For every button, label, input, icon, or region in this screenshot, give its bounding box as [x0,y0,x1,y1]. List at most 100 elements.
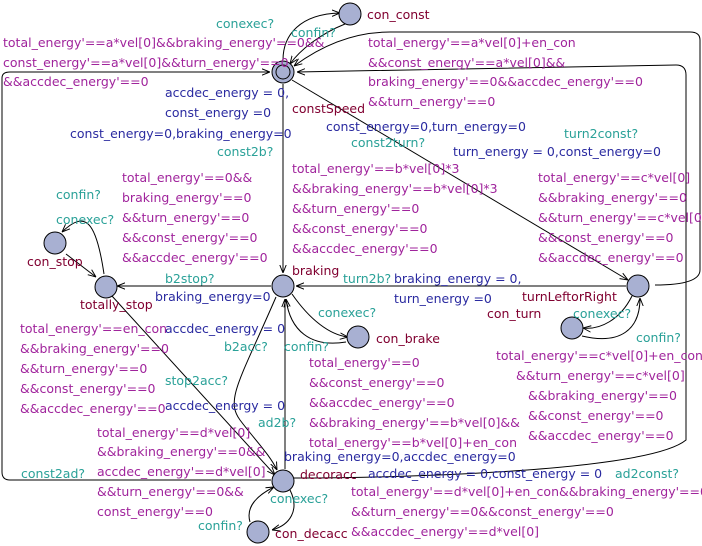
invariant-bc-1: total_energy'==0 [309,355,420,370]
invariant-br-4: &&const_energy'==0 [292,221,428,236]
edge-totally-stop-to-con-stop [62,220,105,275]
label-conexec-brake: conexec? [318,305,376,320]
invariant-ts-4: &&const_energy'==0 [122,230,258,245]
invariant-tsc-3: &&turn_energy'==0 [20,361,147,376]
sync-turn2b: turn2b? [343,271,391,286]
assign-const-turn: const_energy=0,turn_energy=0 [326,119,526,134]
node-con-decacc[interactable] [246,520,270,544]
invariant-tsc-5: &&accdec_energy'==0 [20,401,166,416]
loc-braking: braking [292,263,339,278]
invariant-tsc-2: &&braking_energy'==0 [20,341,169,356]
invariant-tsc-1: total_energy'==en_con [20,321,167,336]
invariant-bc-2: &&const_energy'==0 [309,375,445,390]
invariant-tr-3: braking_energy'==0&&accdec_energy'==0 [368,74,643,89]
invariant-tl-3: &&accdec_energy'==0 [3,74,149,89]
loc-con-stop: con_stop [27,254,83,269]
invariant-tr-1: total_energy'==a*vel[0]+en_con [368,35,576,50]
assign-accdec-brake: accdec_energy = 0 [165,321,285,336]
label-conexec-stop: conexec? [56,212,114,227]
edge-turn-to-con-turn [583,295,633,328]
loc-constspeed: constSpeed [292,101,365,116]
invariant-br-5: &&accdec_energy'==0 [292,241,438,256]
invariant-tl-1: total_energy'==a*vel[0]&&braking_energy'… [3,35,325,50]
label-confin-decacc: confin? [198,518,243,533]
sync-b2stop: b2stop? [165,271,215,286]
label-confin-turn: confin? [636,330,681,345]
edge-decoracc-to-constspeed-right [292,64,687,479]
invariant-da-4: &&turn_energy'==0&& [97,484,244,499]
node-totally-stop[interactable] [94,275,118,299]
invariant-br-1: total_energy'==b*vel[0]*3 [292,161,459,176]
invariant-br-3: &&turn_energy'==0 [292,201,419,216]
edge-constspeed-to-turn [291,79,628,280]
sync-stop2acc: stop2acc? [165,373,228,388]
invariant-tu-5: &&accdec_energy'==0 [538,250,684,265]
sync-const2b: const2b? [217,144,273,159]
invariant-tu-3: &&turn_energy'==c*vel[0] [538,210,702,225]
node-con-const[interactable] [338,2,362,26]
edge-decoracc-to-con-decacc [272,489,295,530]
invariant-tc-3: &&braking_energy'==0 [528,388,677,403]
sync-turn2const: turn2const? [564,126,638,141]
invariant-tl-2: const_energy'==a*vel[0]&&turn_energy'==0 [3,55,289,70]
label-conexec-turn: conexec? [573,306,631,321]
edge-con-stop-to-totally-stop [65,253,96,277]
invariant-ts-1: total_energy'==0&& [122,170,252,185]
loc-totally-stop: totally_stop [80,297,153,312]
sync-const2ad: const2ad? [21,466,85,481]
loc-con-decacc: con_decacc [275,526,348,541]
sync-b2acc: b2acc? [224,339,268,354]
node-con-stop[interactable] [43,231,67,255]
assign-turn-brake-2: turn_energy =0 [394,291,492,306]
label-confin-brake: confin? [284,339,329,354]
invariant-dc-2: &&turn_energy'==0&&const_energy'==0 [351,504,614,519]
sync-ad2b: ad2b? [258,415,296,430]
loc-con-const: con_const [367,7,430,22]
assign-const-0: const_energy =0 [165,105,271,120]
edge-totally-stop-to-decoracc [111,295,275,475]
invariant-bc-4: &&braking_energy'==b*vel[0]&& [309,415,520,430]
invariant-dc-3: &&accdec_energy'==d*vel[0] [351,524,539,539]
node-decoracc[interactable] [271,469,295,493]
assign-const-brake: const_energy=0,braking_energy=0 [70,126,292,141]
edge-con-brake-to-braking [286,299,347,344]
invariant-da-5: const_energy'==0 [97,504,213,519]
label-confin-stop: confin? [56,187,101,202]
node-con-brake[interactable] [346,325,370,349]
invariant-tu-4: &&const_energy'==0 [538,230,674,245]
sync-ad2const: ad2const? [615,466,679,481]
invariant-tr-4: &&turn_energy'==0 [368,94,495,109]
edge-turn-to-constspeed [294,31,701,286]
loc-turn: turnLeftorRight [522,289,617,304]
invariant-br-2: &&braking_energy'==b*vel[0]*3 [292,181,498,196]
assign-braking-0: braking_energy=0 [155,289,271,304]
invariant-tu-1: total_energy'==c*vel[0] [538,170,690,185]
invariant-tc-2: &&turn_energy'==c*vel[0] [516,368,685,383]
edge-decoracc-to-constspeed [1,72,271,481]
edge-constspeed-to-con-const [282,13,340,61]
invariant-tc-1: total_energy'==c*vel[0]+en_con [496,348,702,363]
node-con-turn[interactable] [560,316,584,340]
invariant-tsc-4: &&const_energy'==0 [20,381,156,396]
assign-turn-const: turn_energy = 0,const_energy=0 [453,144,661,159]
node-constspeed[interactable] [271,60,295,84]
invariant-da-1: total_energy'==d*vel[0] [97,425,250,440]
invariant-bc-5: total_energy'==b*vel[0]+en_con [309,435,517,450]
invariant-ts-2: braking_energy'==0 [122,190,251,205]
node-turn[interactable] [626,274,650,298]
edge-con-decacc-to-decoracc [248,487,274,523]
label-conexec-const: conexec? [216,16,274,31]
node-braking[interactable] [271,274,295,298]
assign-accdec-0: accdec_energy = 0, [165,85,289,100]
loc-con-brake: con_brake [376,331,440,346]
invariant-tc-4: &&const_energy'==0 [528,408,664,423]
label-confin-const: confin? [291,25,336,40]
assign-accdec-const: accdec_energy = 0,const_energy = 0 [368,466,602,481]
edge-con-turn-to-turn [581,298,640,340]
invariant-ts-3: &&turn_energy'==0 [122,210,249,225]
invariant-da-3: accdec_energy'==d*vel[0] [97,464,266,479]
invariant-dc-1: total_energy'==d*vel[0]+en_con&&braking_… [351,484,702,499]
assign-accdec-stop: accdec_energy = 0 [165,398,285,413]
label-conexec-decacc: conexec? [270,491,328,506]
